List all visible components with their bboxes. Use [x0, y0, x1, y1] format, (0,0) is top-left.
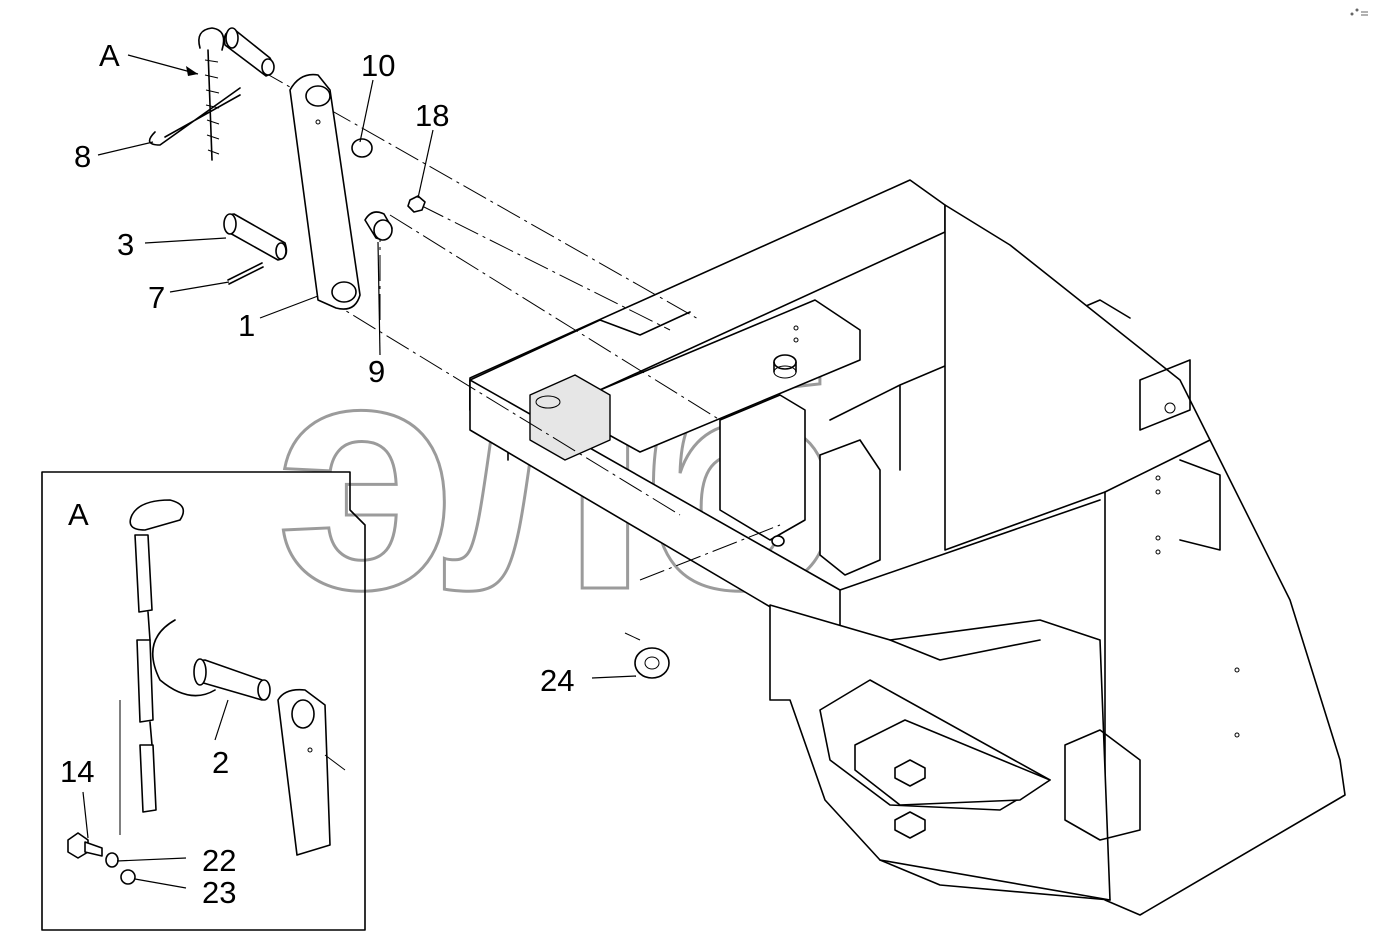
callout-14: 14	[60, 754, 94, 789]
callout-7: 7	[148, 280, 165, 315]
detail-view-a-title: A	[68, 497, 89, 532]
pin-part-3	[223, 213, 288, 261]
main-frame	[469, 179, 1346, 916]
view-marker-a-label: A	[99, 38, 120, 73]
link-plate-part-1	[289, 73, 361, 310]
view-a-arrow	[127, 54, 199, 76]
callout-9: 9	[368, 354, 385, 389]
callout-1: 1	[238, 308, 255, 343]
callout-2: 2	[212, 745, 229, 780]
callout-10: 10	[361, 48, 395, 83]
callout-24: 24	[540, 663, 574, 698]
callout-labels: A 8 10 18 3 7 1 9 24 A 2 14 22 23	[60, 38, 574, 910]
washer-part-10	[351, 138, 373, 158]
washer-part-24	[634, 647, 670, 679]
callout-23: 23	[202, 875, 236, 910]
detail-view-a	[41, 471, 366, 931]
callout-18: 18	[415, 98, 449, 133]
nut-part-18	[407, 195, 426, 213]
callout-leader-lines	[82, 79, 637, 889]
callout-3: 3	[117, 227, 134, 262]
corner-decoration-icon	[1350, 8, 1368, 16]
cotter-pin-part-7	[227, 262, 264, 285]
callout-8: 8	[74, 139, 91, 174]
spring-clip-part-8	[148, 87, 241, 146]
callout-22: 22	[202, 843, 236, 878]
pin-with-ring-top	[198, 27, 275, 161]
rubber-buffer-part-9	[364, 211, 393, 241]
